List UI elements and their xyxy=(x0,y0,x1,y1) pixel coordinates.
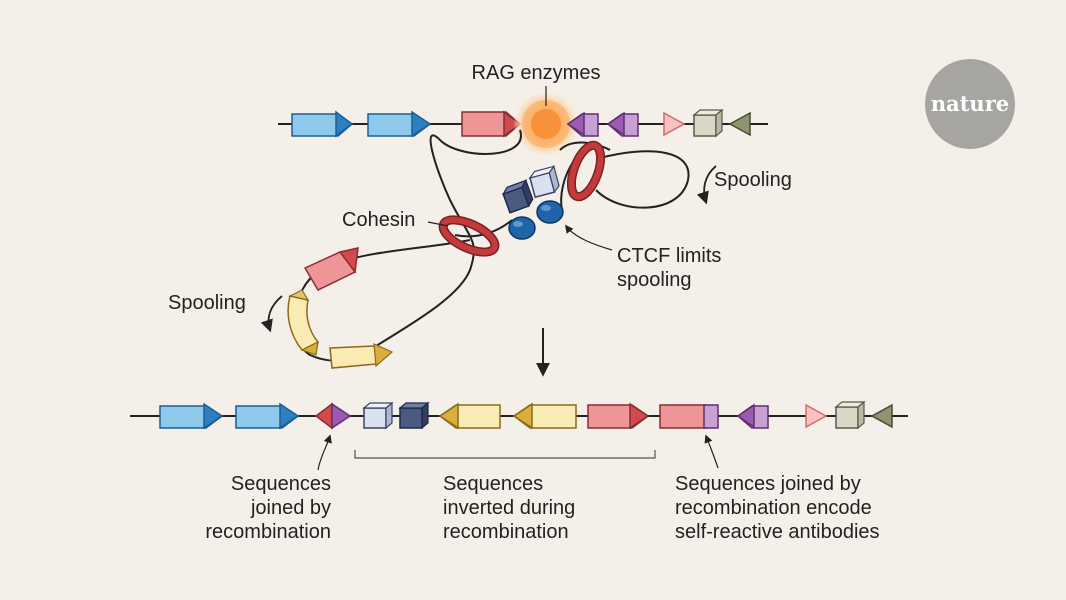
light-box-segment xyxy=(362,401,394,430)
blue-segment xyxy=(291,110,354,138)
purple-segment xyxy=(736,403,769,429)
nature-logo: nature xyxy=(925,59,1015,149)
purple-segment xyxy=(566,111,599,137)
ctcf-protein xyxy=(501,164,564,240)
dark-box-segment xyxy=(398,401,430,430)
ctcf-pointer-arrow xyxy=(564,224,613,251)
ctcf-label-line1: CTCF limits xyxy=(617,245,721,267)
ctcf-label-line2: spooling xyxy=(617,269,692,291)
olive-triangle-marker xyxy=(728,111,751,137)
yellow-segment xyxy=(512,402,577,430)
red-segment xyxy=(587,402,650,430)
inverted-line1: Sequences xyxy=(443,473,543,495)
rag-enzymes-label: RAG enzymes xyxy=(472,62,601,84)
joined-left-line3: recombination xyxy=(205,521,331,543)
inverted-line3: recombination xyxy=(443,521,569,543)
blue-segment xyxy=(159,402,224,430)
red-segment xyxy=(461,110,522,138)
joined-right-pointer xyxy=(704,434,719,469)
inverted-line2: inverted during xyxy=(443,497,575,519)
joined-red-purple-box xyxy=(659,404,719,429)
blue-segment xyxy=(235,402,300,430)
bottom-dna-strand xyxy=(130,400,908,430)
olive-triangle-marker xyxy=(870,403,893,429)
blue-segment xyxy=(367,110,432,138)
yellow-segment xyxy=(438,402,501,430)
nature-logo-text: nature xyxy=(931,91,1009,116)
spooling-arrow-left xyxy=(260,295,283,333)
pink-triangle-marker xyxy=(663,111,686,137)
joined-right-line3: self-reactive antibodies xyxy=(675,521,880,543)
cohesin-ring xyxy=(566,140,606,202)
yellow-segment-curved xyxy=(287,289,320,356)
joined-left-line2: joined by xyxy=(250,497,331,519)
yellow-segment-curved xyxy=(329,343,394,369)
top-dna-strand xyxy=(278,92,768,156)
joined-right-line1: Sequences joined by xyxy=(675,473,861,495)
spooling-left-label: Spooling xyxy=(168,292,246,314)
khaki-segment xyxy=(834,400,866,430)
joined-left-line1: Sequences xyxy=(231,473,331,495)
purple-segment xyxy=(606,111,639,137)
pink-triangle-marker xyxy=(805,403,828,429)
spooling-arrow-right xyxy=(696,165,717,205)
cohesin-label: Cohesin xyxy=(342,209,415,231)
joined-red-purple-segment xyxy=(314,402,352,430)
cohesin-pointer-line xyxy=(427,221,449,227)
joined-left-pointer xyxy=(317,434,332,471)
cohesin-ring xyxy=(438,215,500,257)
spooling-right-label: Spooling xyxy=(714,169,792,191)
rag-enzyme xyxy=(514,92,578,156)
khaki-segment xyxy=(692,108,724,138)
joined-right-line2: recombination encode xyxy=(675,497,872,519)
inverted-bracket xyxy=(354,450,656,459)
red-segment-curved xyxy=(303,247,359,291)
